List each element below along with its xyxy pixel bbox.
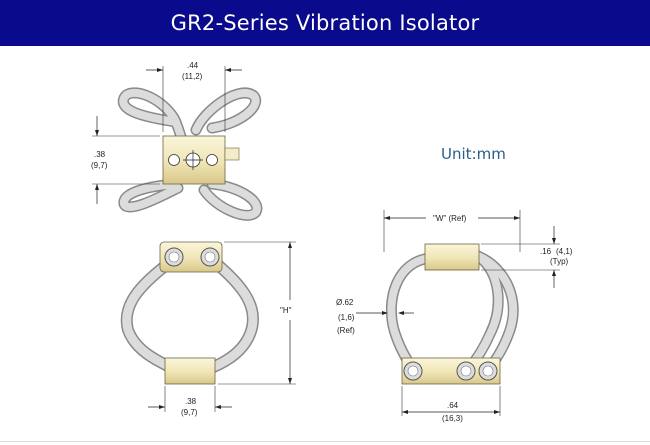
top-view-hole-left <box>168 154 180 166</box>
side-view-base-mm: (16,3) <box>442 414 463 423</box>
top-view-width-mm: (11,2) <box>182 72 203 81</box>
front-view: "H" .38 (9,7) <box>120 241 296 417</box>
front-view-height-label: "H" <box>280 306 292 315</box>
top-view-width-in: .44 <box>187 61 199 70</box>
isolator-drawing: .44 (11,2) .38 (9,7) "H" <box>91 61 573 423</box>
side-view-thickness-note: (Typ) <box>550 257 569 266</box>
unit-label: Unit:mm <box>441 145 506 163</box>
side-view-wire-dia-note: (Ref) <box>337 326 355 335</box>
side-view-wire-dia-mm: (1,6) <box>338 313 355 322</box>
side-view-thickness-mm: (4,1) <box>556 247 573 256</box>
side-view-width-label: "W" (Ref) <box>433 214 467 223</box>
page-title: GR2-Series Vibration Isolator <box>170 11 480 35</box>
top-view-height-mm: (9,7) <box>91 161 108 170</box>
front-view-width-mm: (9,7) <box>181 408 198 417</box>
bottom-divider <box>0 441 650 442</box>
side-view: "W" (Ref) .16 (4,1) (Typ) Ø.62 (1,6) (Re… <box>336 210 573 423</box>
side-view-wire-dia-in: Ø.62 <box>336 298 354 307</box>
top-view-height-in: .38 <box>94 150 106 159</box>
title-bar: GR2-Series Vibration Isolator <box>0 0 650 46</box>
top-view-hole-right <box>206 154 218 166</box>
side-view-base-in: .64 <box>447 401 459 410</box>
top-view-cable-loops <box>117 87 263 221</box>
side-view-top-block <box>424 243 480 271</box>
side-view-thickness-in: .16 <box>540 247 552 256</box>
front-view-cables <box>120 252 259 376</box>
front-view-bottom-block <box>164 357 216 385</box>
top-view-tab <box>224 147 240 161</box>
front-view-width-in: .38 <box>185 397 197 406</box>
top-view: .44 (11,2) .38 (9,7) <box>91 61 263 221</box>
